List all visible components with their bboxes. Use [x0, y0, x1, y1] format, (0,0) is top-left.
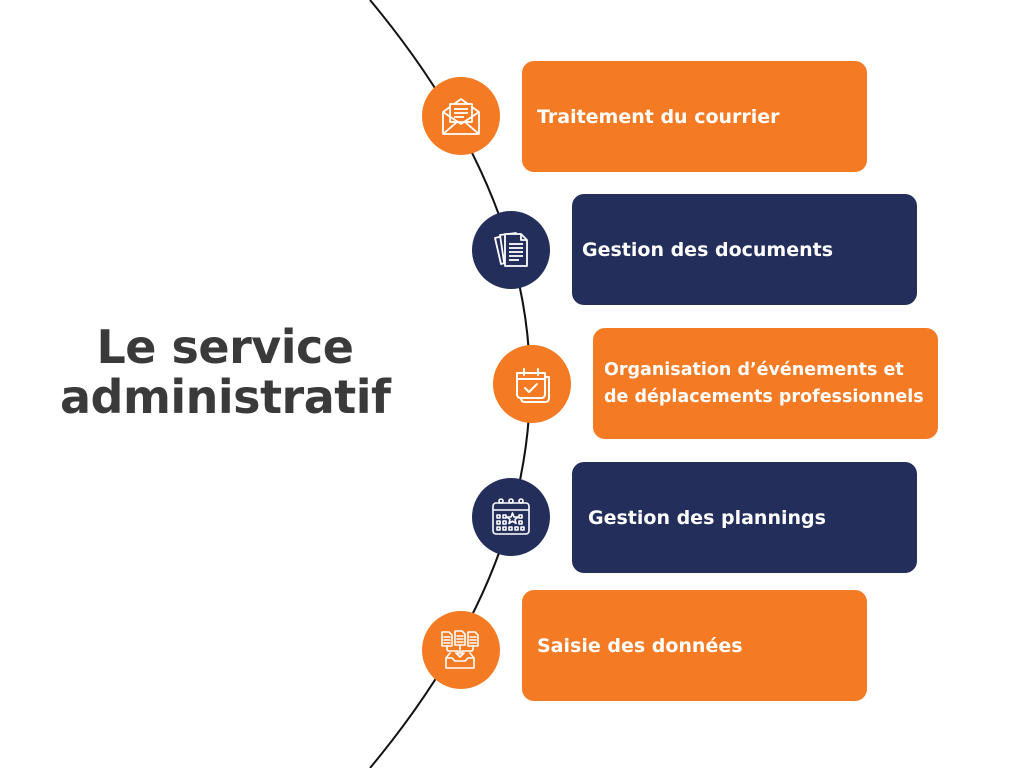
calendar-star-icon	[472, 478, 550, 556]
item-label-line-2: de déplacements professionnels	[604, 386, 924, 407]
envelope-icon	[422, 77, 500, 155]
item-label: Gestion des documents	[582, 238, 834, 261]
title-line-2: administratif	[60, 370, 391, 424]
item-label: Gestion des plannings	[588, 506, 826, 529]
item-box-gestion-plannings: Gestion des plannings	[572, 462, 917, 573]
page-title: Le service administratif	[60, 320, 391, 424]
calendar-check-icon	[493, 345, 571, 423]
title-line-1: Le service	[96, 320, 354, 374]
item-box-gestion-documents: Gestion des documents	[572, 194, 917, 305]
item-label: Traitement du courrier	[537, 105, 780, 128]
item-box-organisation-evenements: Organisation d’événements et de déplacem…	[593, 328, 938, 439]
data-entry-icon	[422, 611, 500, 689]
item-box-saisie-donnees: Saisie des données	[522, 590, 867, 701]
item-label: Saisie des données	[537, 634, 743, 657]
item-label-line-1: Organisation d’événements et	[604, 359, 904, 380]
item-box-traitement-courrier: Traitement du courrier	[522, 61, 867, 172]
documents-icon	[472, 211, 550, 289]
